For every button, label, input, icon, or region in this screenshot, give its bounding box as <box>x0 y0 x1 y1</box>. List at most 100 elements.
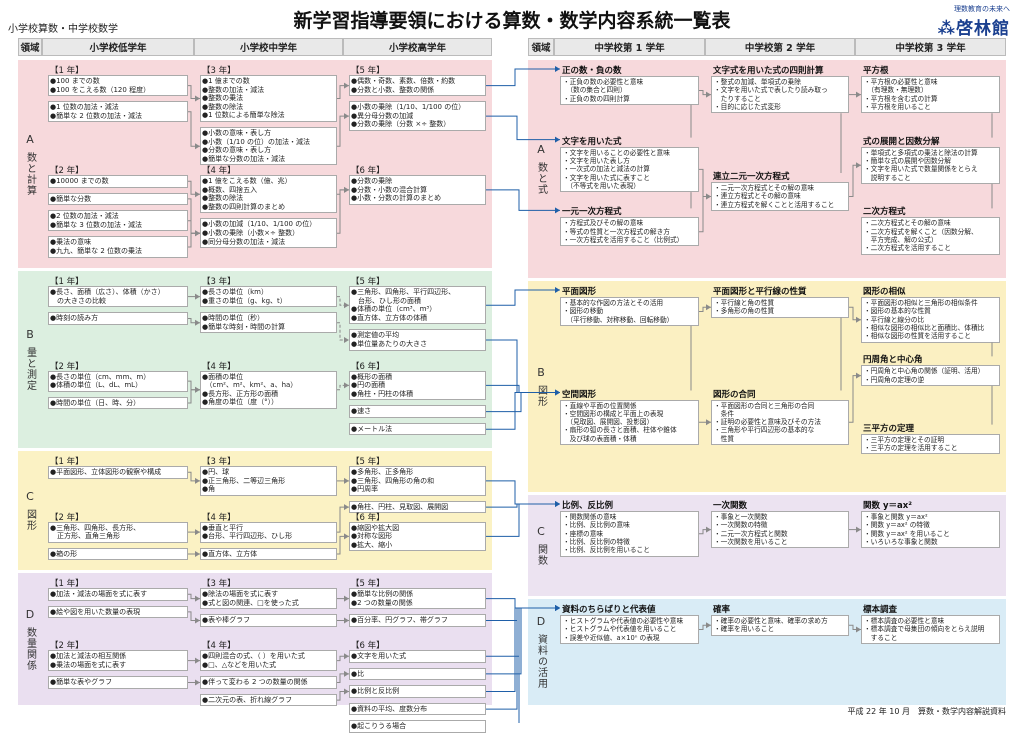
elem-connector <box>188 111 200 147</box>
item-box <box>349 329 486 351</box>
connector-arrow-icon <box>856 526 861 533</box>
cross-level-connector <box>518 607 560 723</box>
elem-connector <box>188 611 200 621</box>
connector-arrow-icon <box>555 389 560 396</box>
unit-details-box <box>861 433 1000 455</box>
unit-details: ・事象と関数 y＝ax² ・関数 y＝ax² の特徴 ・関数 y＝ax² を用い… <box>864 513 950 546</box>
item-box <box>349 75 486 97</box>
item-box <box>349 370 486 401</box>
connector-arrow-icon <box>195 657 200 664</box>
item-box <box>200 547 337 561</box>
connector-arrow-icon <box>195 319 200 326</box>
item-text: ●垂直と平行 ●台形、平行四辺形、ひし形 <box>202 523 293 541</box>
unit-title: 式の展開と因数分解 <box>863 136 940 147</box>
grade-label: 【1 年】 <box>50 277 84 287</box>
item-text: ●加法と減法の相互関係 ●乗法の場面を式に表す <box>50 652 127 669</box>
grade-label: 【1 年】 <box>50 66 84 76</box>
item-box <box>200 127 337 166</box>
connector-arrow-icon <box>706 622 711 629</box>
item-box <box>48 650 188 672</box>
grade-label: 【2 年】 <box>50 512 84 523</box>
item-text: ●100 までの数 ●100 をこえる数（120 程度） <box>50 77 151 94</box>
domain-label: C 関数 <box>528 505 554 586</box>
connector-arrow-icon <box>344 113 349 120</box>
publisher-tagline: 理数教育の未来へ <box>954 5 1010 13</box>
connector-arrow-icon <box>555 136 560 143</box>
item-text: ●10000 までの数 <box>50 177 109 185</box>
unit-title: 一元一次方程式 <box>562 207 622 218</box>
item-text: ●四則混合の式、（ ）を用いた式 ●□、△などを用いた式 <box>202 652 305 669</box>
item-box <box>200 693 337 707</box>
unit-details: ・標本調査の必要性と意味 ・標本調査で母集団の傾向をとらえ説明 すること <box>864 617 985 642</box>
connector-arrow-icon <box>555 501 560 507</box>
elem-connector <box>188 180 200 195</box>
unit-title: 空間図形 <box>562 389 597 400</box>
connector-arrow-icon <box>195 477 200 484</box>
item-text: ●箱の形 <box>50 549 78 558</box>
unit-details: ・平行線と角の性質 ・多角形の角の性質 <box>714 299 775 316</box>
grade-label: 【2 年】 <box>50 361 84 372</box>
item-text: ●1 億をこえる数（億、兆） ●概数、四捨五入 ●整数の除法 ●整数の四則計算の… <box>202 177 292 211</box>
item-text: ●長さの単位（cm、mm、m） ●体積の単位（L、dL、mL） <box>50 372 151 390</box>
item-text: ●資料の平均、度数分布 <box>351 704 428 713</box>
item-text: ●簡単な比例の関係 ●2 つの数量の関係 <box>351 590 414 607</box>
item-text: ●三角形、四角形、長方形、 正方形、直角三角形 <box>50 523 141 541</box>
cross-level-connector <box>486 607 560 710</box>
connector-arrow-icon <box>706 419 711 426</box>
item-text: ●時間の単位（秒） ●簡単な時刻・時間の計算 <box>202 314 286 331</box>
item-text: ●文字を用いた式 <box>351 652 407 660</box>
item-box <box>48 396 188 410</box>
domain-name: 関数 <box>535 544 547 566</box>
item-box <box>48 547 188 561</box>
item-text: ●絵や図を用いた数量の表現 <box>50 607 141 616</box>
unit-title: 平方根 <box>863 66 889 76</box>
elem-connector <box>337 673 349 683</box>
unit-details-box <box>560 615 699 644</box>
item-box <box>48 676 188 689</box>
cross-level-connector <box>486 189 560 211</box>
item-text: ●小数の加減（1/10、1/100 の位） ●小数の乗除（小数×÷ 整数） ●同… <box>202 220 317 246</box>
unit-details-box <box>711 182 849 211</box>
domain-letter: C <box>537 525 545 538</box>
connector-arrow-icon <box>195 617 200 624</box>
grade-label: 【5 年】 <box>351 457 385 467</box>
grade-label: 【1 年】 <box>50 457 84 467</box>
domain-letter: D <box>536 615 546 628</box>
connector-arrow-icon <box>555 605 560 611</box>
unit-details-box <box>861 511 1000 549</box>
connector-arrow-icon <box>856 91 861 98</box>
grade-label: 【2 年】 <box>50 166 84 176</box>
unit-title: 関数 y＝ax² <box>863 501 912 511</box>
subtitle: 小学校算数・中学校数学 <box>8 24 118 35</box>
unit-title: 図形の相似 <box>863 287 906 297</box>
connector-arrow-icon <box>856 626 861 633</box>
item-box <box>349 702 486 716</box>
elem-connector <box>188 85 200 99</box>
column-header: 中学校第 2 学年 <box>705 38 855 56</box>
item-box <box>48 312 188 325</box>
item-text: ●直方体、立方体 <box>202 549 258 558</box>
grade-label: 【3 年】 <box>202 457 236 467</box>
item-text: ●三角形、四角形、平行四辺形、 台形、ひし形の面積 ●体積の単位（cm³、m³）… <box>351 288 456 322</box>
publisher-name-text: 啓林館 <box>956 19 1010 39</box>
item-text: ●百分率、円グラフ、帯グラフ <box>351 616 448 625</box>
unit-details-box <box>861 297 1000 343</box>
connector-arrow-icon <box>856 316 861 323</box>
unit-title: 正の数・負の数 <box>562 66 622 76</box>
elem-connector <box>337 691 349 701</box>
item-text: ●時刻の読み方 <box>50 314 99 323</box>
elem-connector <box>337 506 349 533</box>
item-box <box>200 650 337 672</box>
grade-label: 【3 年】 <box>202 579 236 589</box>
unit-details: ・平方根の必要性と意味 （有理数・無理数） ・平方根を含む式の計算 ・平方根を用… <box>864 78 938 111</box>
item-text: ●1 位数の加法・減法 ●簡単な 2 位数の加法・減法 <box>50 103 143 120</box>
item-box <box>200 521 337 543</box>
unit-details: ・三平方の定理とその証明 ・三平方の定理を活用すること <box>864 435 958 452</box>
connector-arrow-icon <box>344 595 349 602</box>
cross-level-connector <box>486 392 560 413</box>
item-text: ●測定値の平均 ●単位量あたりの大きさ <box>351 331 428 348</box>
item-text: ●分数の乗除 ●分数・小数の混合計算 ●小数・分数の計算のまとめ <box>351 177 442 203</box>
item-box <box>48 236 188 258</box>
